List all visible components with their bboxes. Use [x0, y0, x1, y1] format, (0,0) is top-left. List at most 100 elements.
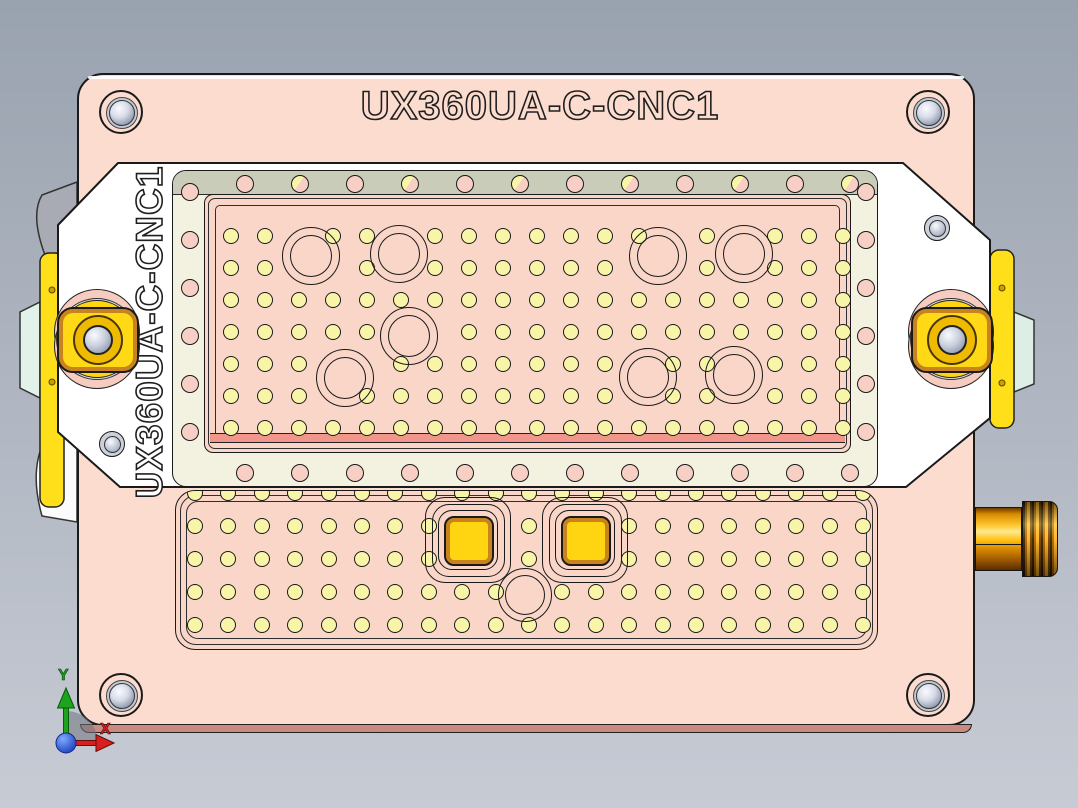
frame-hole	[511, 175, 529, 193]
vacuum-hole	[665, 324, 681, 340]
pocket-frame	[172, 170, 878, 487]
vacuum-hole	[354, 491, 370, 501]
vacuum-hole	[320, 617, 337, 633]
vacuum-hole	[320, 518, 337, 534]
vacuum-hole	[688, 518, 704, 534]
vacuum-hole	[529, 228, 545, 244]
frame-hole	[346, 175, 364, 193]
vacuum-hole	[855, 551, 871, 567]
vacuum-hole	[529, 356, 545, 372]
vacuum-hole	[754, 584, 771, 600]
pad-ring	[425, 497, 511, 583]
frame-hole	[181, 375, 199, 393]
origin-sphere	[55, 732, 77, 754]
vacuum-hole	[754, 491, 771, 501]
vacuum-hole	[257, 388, 273, 404]
pad-ring	[431, 503, 505, 577]
vacuum-hole	[253, 551, 270, 567]
vacuum-hole	[187, 518, 203, 534]
vacuum-hole	[220, 518, 237, 534]
vacuum-hole	[495, 324, 511, 340]
vacuum-hole	[387, 584, 404, 600]
vacuum-hole	[699, 324, 715, 340]
vacuum-hole	[320, 551, 337, 567]
locator-ring	[282, 227, 340, 285]
base-plate-top-highlight	[88, 76, 964, 79]
frame-hole	[676, 464, 694, 482]
vacuum-hole	[291, 324, 307, 340]
vacuum-hole	[253, 491, 270, 501]
vacuum-hole	[621, 617, 638, 633]
locator-ring	[324, 357, 366, 399]
frame-hole	[857, 183, 875, 201]
vacuum-hole	[427, 356, 443, 372]
vacuum-hole	[563, 292, 579, 308]
vacuum-hole	[187, 491, 203, 501]
vacuum-hole	[427, 388, 443, 404]
upper-vacuum-panel	[204, 194, 851, 453]
frame-hole	[236, 464, 254, 482]
vacuum-hole	[461, 260, 477, 276]
vacuum-hole	[801, 228, 817, 244]
vacuum-hole	[631, 292, 647, 308]
vacuum-hole	[529, 292, 545, 308]
vacuum-hole	[387, 617, 404, 633]
frame-hole	[181, 423, 199, 441]
vacuum-hole	[287, 518, 304, 534]
locator-ring	[290, 235, 332, 277]
vacuum-hole	[529, 324, 545, 340]
vacuum-hole	[291, 420, 307, 436]
frame-hole	[346, 464, 364, 482]
frame-hole	[511, 464, 529, 482]
locator-ring	[705, 346, 763, 404]
vacuum-hole	[821, 491, 838, 501]
vacuum-fitting-threads	[1022, 501, 1058, 577]
engraved-part-number: UX360UA-C-CNC1	[360, 83, 720, 129]
frame-hole	[401, 175, 419, 193]
vacuum-hole	[767, 388, 783, 404]
vacuum-hole	[287, 551, 304, 567]
locator-ring	[619, 348, 677, 406]
frame-hole	[676, 175, 694, 193]
vacuum-hole	[767, 228, 783, 244]
vacuum-hole	[699, 420, 715, 436]
vacuum-hole	[563, 260, 579, 276]
vacuum-hole	[187, 617, 203, 633]
vacuum-hole	[420, 584, 437, 600]
locator-ring	[380, 307, 438, 365]
vacuum-hole	[767, 324, 783, 340]
vacuum-hole	[291, 356, 307, 372]
vacuum-hole	[427, 420, 443, 436]
panel-edge-strip	[210, 433, 845, 443]
vacuum-hole	[631, 420, 647, 436]
frame-hole	[857, 279, 875, 297]
vacuum-hole	[223, 388, 239, 404]
frame-hole	[291, 175, 309, 193]
locator-ring	[629, 227, 687, 285]
vacuum-hole	[325, 420, 341, 436]
vacuum-hole	[354, 518, 370, 534]
vacuum-hole	[521, 518, 537, 534]
vacuum-hole	[733, 420, 749, 436]
vacuum-hole	[253, 617, 270, 633]
frame-hole	[857, 231, 875, 249]
clamp-screw	[937, 325, 967, 355]
vacuum-hole	[821, 617, 838, 633]
vacuum-hole	[754, 551, 771, 567]
frame-hole	[566, 175, 584, 193]
vacuum-hole	[487, 617, 504, 633]
vacuum-hole	[495, 388, 511, 404]
vacuum-hole	[427, 228, 443, 244]
vacuum-hole	[359, 292, 375, 308]
vacuum-hole	[733, 292, 749, 308]
right-clamp	[900, 288, 1000, 389]
corner-screw-top-right	[906, 90, 950, 134]
left-clamp	[46, 288, 146, 389]
vacuum-hole	[223, 324, 239, 340]
vacuum-hole	[521, 491, 537, 501]
vacuum-hole	[754, 518, 771, 534]
vacuum-hole	[821, 584, 838, 600]
vacuum-hole	[654, 491, 671, 501]
vacuum-hole	[454, 617, 471, 633]
